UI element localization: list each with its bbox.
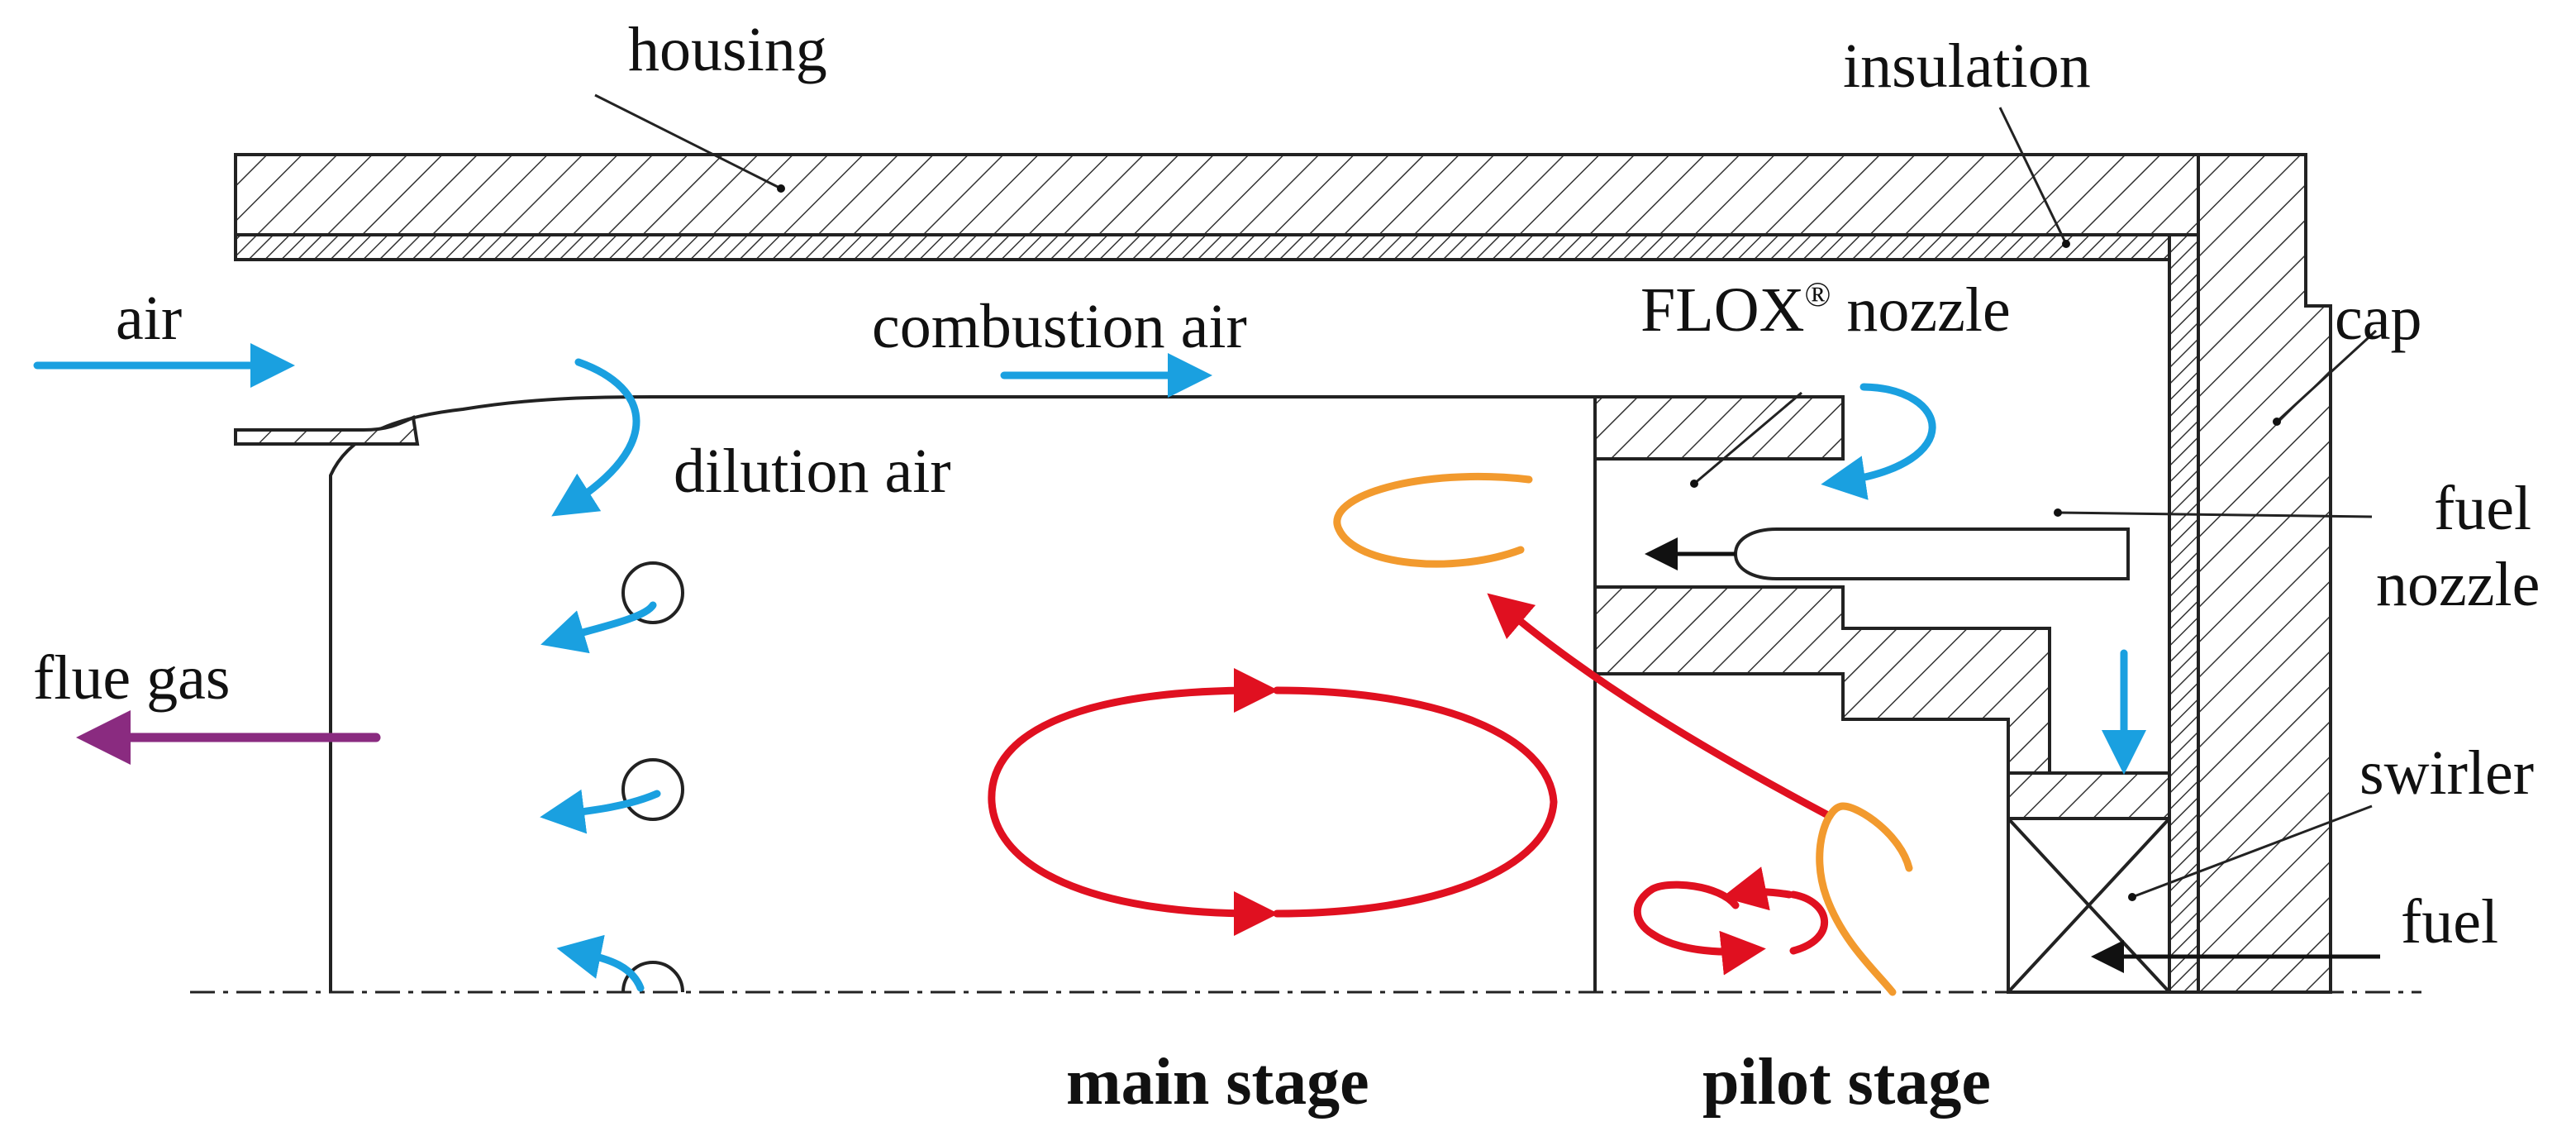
- pilot-recirculation-bottom: [1649, 930, 1766, 976]
- label-flox-reg: ®: [1804, 276, 1831, 314]
- swirler: [2007, 817, 2171, 994]
- recirculation: [988, 593, 1831, 976]
- flames: [1333, 472, 1913, 996]
- flox-air-arrow: [1821, 383, 1936, 500]
- insulation-strip: [234, 233, 2200, 261]
- leader-lines: [594, 93, 2378, 901]
- label-air: air: [116, 284, 182, 353]
- labels: housing insulation air combustion air FL…: [33, 15, 2540, 1119]
- label-main-stage: main stage: [1066, 1046, 1369, 1119]
- label-fuel-nozzle-2: nozzle: [2376, 550, 2540, 619]
- label-dilution-air: dilution air: [674, 437, 951, 506]
- dilution-air-arrow-4: [556, 934, 645, 992]
- pilot-recirculation-top: [1633, 881, 1740, 938]
- label-combustion-air: combustion air: [872, 292, 1247, 361]
- dilution-air-arrow-1: [551, 358, 640, 517]
- dilution-air-arrow-2: [540, 601, 657, 654]
- main-recirculation-top: [988, 668, 1278, 806]
- fuel-nozzle-rod: [1733, 527, 2130, 580]
- housing-structure: [190, 153, 2421, 994]
- main-recirculation-bottom: [988, 798, 1278, 936]
- label-flue-gas: flue gas: [33, 643, 230, 713]
- pilot-recirculation-right: [1789, 890, 1829, 955]
- liner-outline: [329, 395, 1595, 992]
- label-fuel-nozzle-1: fuel: [2434, 474, 2531, 543]
- dilution-hole-2: [621, 758, 684, 821]
- label-pilot-stage: pilot stage: [1702, 1046, 1991, 1119]
- pilot-stage-top: [2007, 771, 2171, 820]
- pilot-to-flox-arrow: [1487, 593, 1831, 819]
- inlet-lip: [234, 415, 420, 446]
- flox-upper-block: [1593, 395, 1845, 461]
- main-recirculation-right: [1273, 686, 1558, 918]
- cap-wall: [2197, 153, 2332, 994]
- flox-flame: [1333, 472, 1533, 568]
- pilot-recirculation-arrow-1: [1721, 866, 1793, 911]
- label-cap: cap: [2335, 284, 2421, 353]
- dilution-hole-3: [621, 961, 684, 993]
- label-flox-text: FLOX: [1640, 275, 1804, 345]
- label-flox-suffix: nozzle: [1831, 275, 2010, 345]
- housing-wall: [234, 153, 2200, 236]
- dilution-hole-1: [621, 561, 684, 624]
- label-housing: housing: [628, 15, 827, 84]
- liner: [234, 395, 1595, 993]
- label-flox-nozzle: FLOX® nozzle: [1640, 275, 2011, 345]
- dilution-air-arrow-3: [540, 789, 661, 834]
- label-fuel: fuel: [2401, 887, 2498, 957]
- flow-arrows: [33, 343, 2380, 992]
- nozzle-assembly: [1593, 395, 2171, 994]
- pilot-flame: [1816, 802, 1913, 996]
- label-insulation: insulation: [1843, 31, 2091, 101]
- label-swirler: swirler: [2359, 738, 2534, 808]
